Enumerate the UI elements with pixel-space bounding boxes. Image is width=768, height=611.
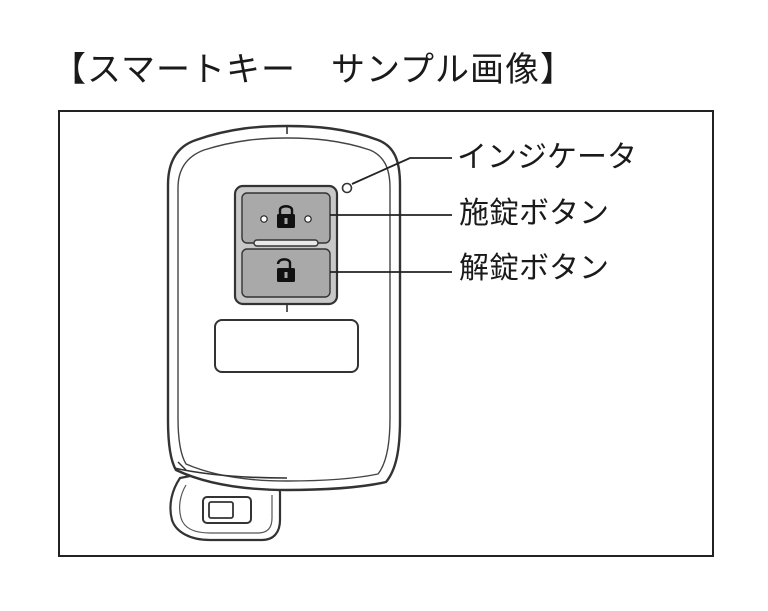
lock-closed-icon (260, 205, 312, 228)
indicator-label: インジケータ (457, 140, 637, 175)
lock-button-label: 施錠ボタン (459, 196, 609, 231)
leader-lines (330, 157, 452, 273)
lock-open-icon (276, 258, 295, 282)
page-title: 【スマートキー サンプル画像】 (52, 50, 575, 90)
unlock-button-label: 解錠ボタン (459, 251, 609, 286)
key-blade (169, 472, 282, 542)
key-window (214, 319, 359, 373)
illustration-frame (58, 110, 714, 557)
key-body (166, 124, 402, 492)
button-panel (233, 184, 339, 312)
indicator-light (341, 182, 353, 194)
